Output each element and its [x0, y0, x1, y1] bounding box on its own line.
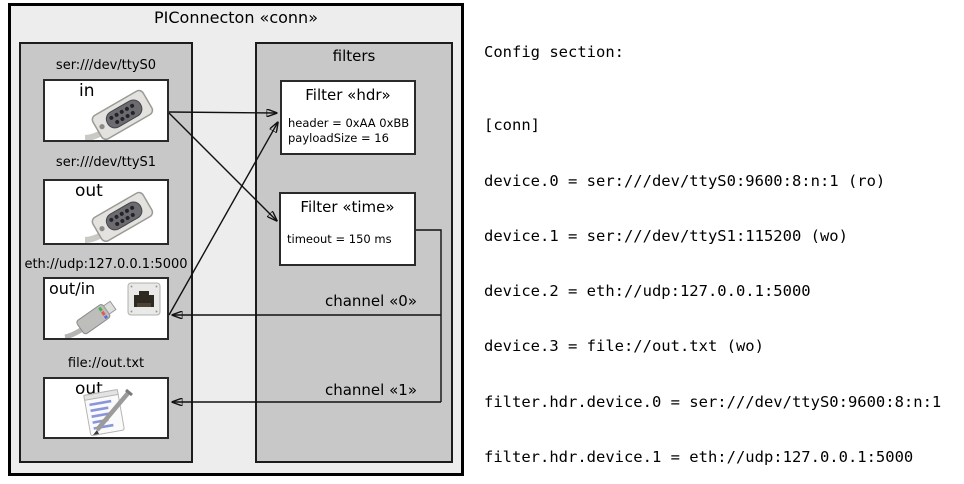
- channel-1-label: channel «1»: [324, 381, 417, 399]
- device-box-ttys1: out: [43, 179, 169, 245]
- config-line: filter.hdr.device.1 = eth://udp:127.0.0.…: [484, 447, 914, 466]
- filter-time-box: Filter «time» timeout = 150 ms: [279, 192, 416, 266]
- ethernet-jack-icon: [127, 282, 161, 316]
- config-section: Config section: [conn] device.0 = ser://…: [484, 6, 951, 484]
- config-line: [conn]: [484, 116, 540, 135]
- device-label-eth: eth://udp:127.0.0.1:5000: [24, 257, 188, 272]
- device-label-ttys0: ser:///dev/ttyS0: [55, 58, 157, 73]
- frame-title: PIConnecton «conn»: [154, 8, 318, 27]
- filter-hdr-prop: header = 0xAA 0xBB: [288, 116, 410, 130]
- filter-time-title: Filter «time»: [300, 198, 395, 216]
- filters-panel-label: filters: [332, 47, 376, 65]
- config-line: device.1 = ser:///dev/ttyS1:115200 (wo): [484, 226, 848, 245]
- serial-connector-icon: [84, 89, 154, 140]
- filter-time-prop: timeout = 150 ms: [287, 232, 392, 246]
- config-line: device.0 = ser:///dev/ttyS0:9600:8:n:1 (…: [484, 171, 886, 190]
- filter-hdr-prop: payloadSize = 16: [288, 131, 389, 145]
- device-box-eth: out/in: [43, 277, 169, 340]
- config-heading: Config section:: [484, 42, 624, 61]
- device-label-file: file://out.txt: [67, 356, 145, 371]
- port-label: out: [75, 181, 103, 201]
- config-line: device.2 = eth://udp:127.0.0.1:5000: [484, 282, 811, 301]
- device-box-file: out: [43, 377, 169, 439]
- port-label: in: [79, 81, 95, 101]
- config-line: filter.hdr.device.0 = ser:///dev/ttyS0:9…: [484, 392, 942, 411]
- port-label: out/in: [49, 279, 96, 298]
- device-label-ttys1: ser:///dev/ttyS1: [55, 155, 157, 170]
- config-line: device.3 = file://out.txt (wo): [484, 337, 764, 356]
- ethernet-cable-icon: [64, 300, 117, 338]
- notepad-icon: [83, 388, 133, 436]
- filter-hdr-title: Filter «hdr»: [305, 86, 391, 104]
- device-box-ttys0: in: [43, 79, 169, 142]
- channel-0-label: channel «0»: [324, 292, 417, 310]
- filter-hdr-box: Filter «hdr» header = 0xAA 0xBB payloadS…: [280, 80, 416, 155]
- serial-connector-icon: [84, 191, 154, 243]
